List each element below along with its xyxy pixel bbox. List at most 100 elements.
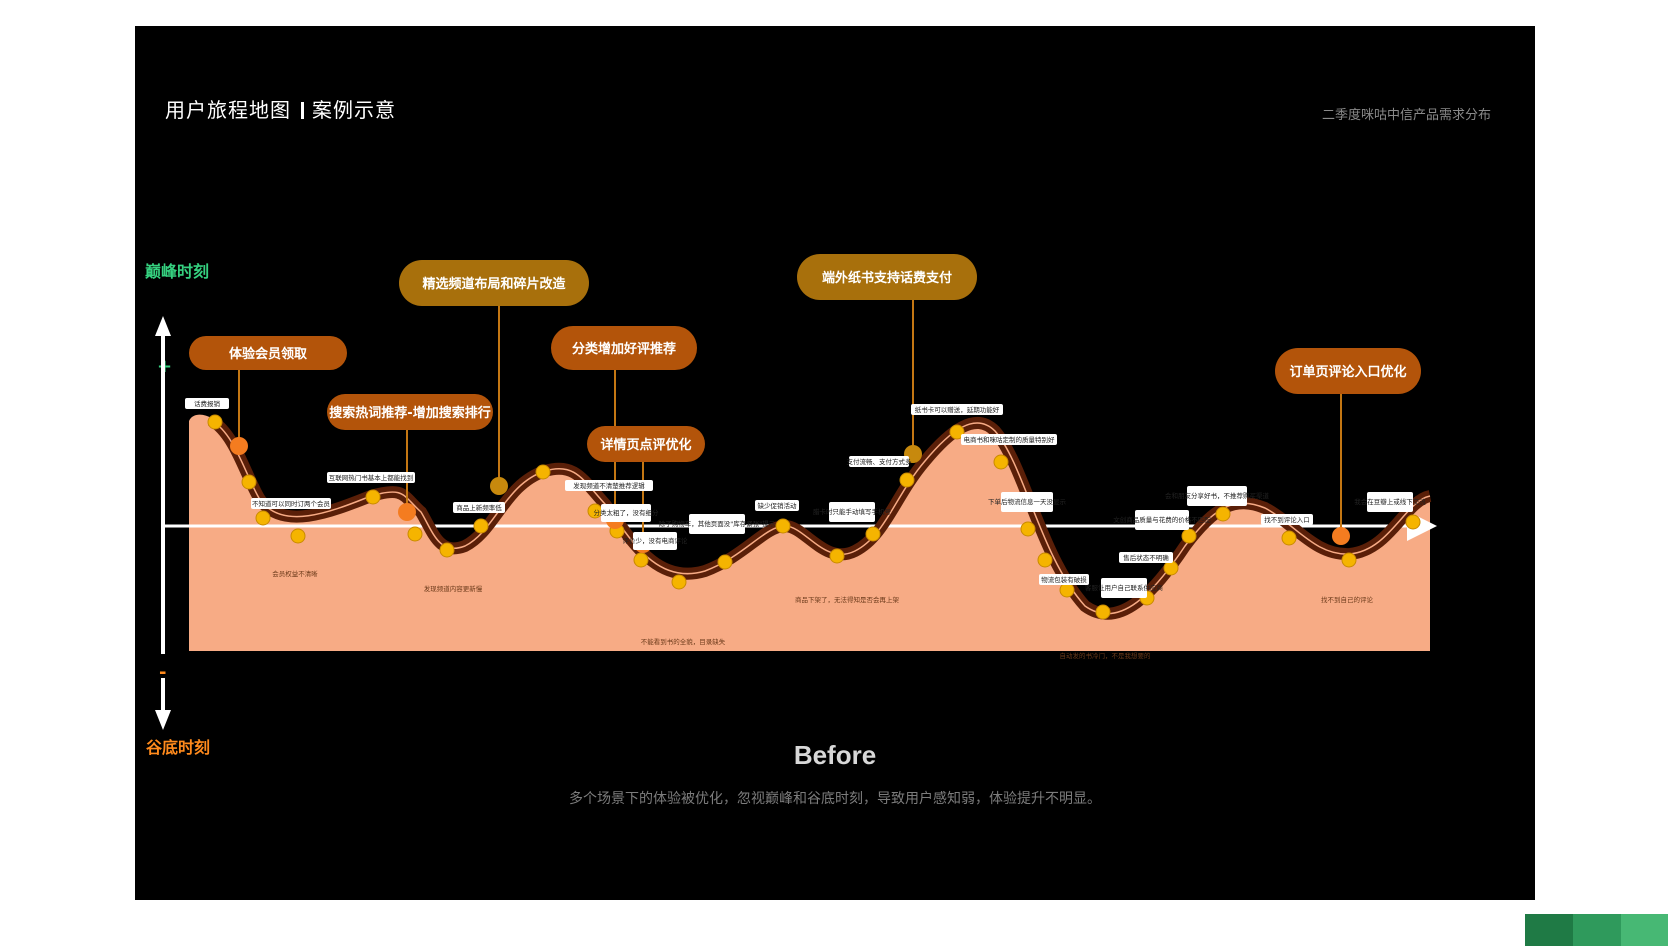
minus-sign: -: [159, 662, 167, 683]
face-icon: [439, 542, 455, 558]
face-icon: [241, 474, 257, 490]
optimization-label: 分类增加好评推荐: [572, 341, 676, 357]
optimization-label: 端外纸书支持话费支付: [822, 270, 952, 286]
face-icon: [633, 552, 649, 568]
optimization-pill: 精选频道布局和碎片改造: [399, 260, 589, 306]
touchpoint-note: 分类太粗了，没有细分: [594, 504, 660, 522]
touchpoint-text: 不知道可以同时订两个会员: [252, 499, 331, 508]
touchpoint-text: 文创商品质量与花费的价格不匹配: [1113, 515, 1211, 524]
optimization-pill: 订单页评论入口优化: [1275, 348, 1421, 394]
touchpoint-text: 腊卡时只能手动填写手机号: [813, 507, 892, 516]
face-icon: [1405, 514, 1421, 530]
page-title: 用户旅程地图案例示意: [165, 94, 396, 123]
optimization-pill: 端外纸书支持话费支付: [797, 254, 977, 300]
touchpoint-note: 售后状态不明确: [1119, 552, 1173, 563]
optimization-pill: 体验会员领取: [189, 336, 347, 370]
face-icon: [1281, 530, 1297, 546]
optimization-label: 详情页点评优化: [600, 437, 691, 453]
before-label: Before: [793, 740, 877, 770]
face-icon: [290, 528, 306, 544]
touchpoint-note: 缺少促销活动: [755, 500, 799, 511]
trough-label: 谷底时刻: [146, 738, 211, 757]
touchpoint-note: 除了购物车，其他页面没"库存紧张"提示: [659, 514, 776, 534]
touchpoint-note: 我会在豆瓣上或线下交流: [1354, 492, 1426, 512]
touchpoint-note: 话费报销: [185, 398, 229, 409]
touchpoint-text: 除了购物车，其他页面没"库存紧张"提示: [659, 519, 776, 528]
touchpoint-text: 我会在豆瓣上或线下交流: [1354, 497, 1426, 506]
touchpoint-text: 话费报销: [194, 399, 221, 408]
low-note: 找不到自己的评论: [1321, 595, 1374, 604]
face-icon: [1181, 528, 1197, 544]
touchpoint-text: 电商书和咪咕定制的质量特别好: [964, 435, 1056, 444]
touchpoint-text: 物流包装有破损: [1041, 575, 1087, 584]
face-icon: [407, 526, 423, 542]
touchpoint-text: 缺少促销活动: [758, 501, 798, 510]
touchpoint-note: 互联网热门书基本上都能找到: [327, 472, 415, 483]
emotion-faces: [207, 414, 1421, 620]
touchpoint-note: 下单后物流信息一天没显示: [988, 492, 1067, 512]
journey-diagram: 体验会员领取 精选频道布局和碎片改造 搜索热词推荐-增加搜索排行 分类增加好评推…: [155, 254, 1437, 730]
low-notes: 会员权益不清晰 发现频道内容更新慢 不能看到书的全貌，目录缺失 商品下架了，无法…: [272, 569, 1373, 660]
low-note: 自动发的书冷门，不是我想要的: [1060, 651, 1152, 660]
face-icon: [865, 526, 881, 542]
face-icon: [993, 454, 1009, 470]
touchpoint-text: 客服让用户自己联系供应商: [1085, 583, 1164, 592]
page-title-main: 用户旅程地图: [165, 98, 291, 122]
journey-area: [189, 414, 1430, 651]
touchpoint-note: 文创商品质量与花费的价格不匹配: [1113, 510, 1211, 530]
face-icon: [365, 489, 381, 505]
touchpoint-note: 纸书卡可以赠送，延期功能好: [911, 404, 1003, 415]
touchpoint-note: 发现频道不清楚推荐逻辑: [565, 480, 653, 491]
touchpoint-text: 支付流畅、支付方式多: [847, 457, 913, 466]
touchpoint-note: 腊卡时只能手动填写手机号: [813, 502, 892, 522]
face-icon: [1341, 552, 1357, 568]
optimization-node: [398, 503, 416, 521]
optimization-node: [230, 437, 248, 455]
face-icon: [1095, 604, 1111, 620]
touchpoint-note: 客服让用户自己联系供应商: [1085, 578, 1164, 598]
touchpoint-note: 商品上新频率低: [453, 502, 505, 513]
touchpoint-text: 分类太粗了，没有细分: [594, 508, 660, 517]
optimization-node: [1332, 527, 1350, 545]
face-icon: [949, 424, 965, 440]
optimization-label: 精选频道布局和碎片改造: [422, 276, 566, 292]
optimization-pill: 搜索热词推荐-增加搜索排行: [327, 394, 493, 430]
touchpoint-text: 下单后物流信息一天没显示: [988, 497, 1067, 506]
optimization-pill: 分类增加好评推荐: [551, 326, 697, 370]
face-icon: [671, 574, 687, 590]
face-icon: [1163, 560, 1179, 576]
axis-down-arrowhead: [155, 710, 171, 730]
face-icon: [255, 510, 271, 526]
face-icon: [1020, 521, 1036, 537]
optimization-label: 体验会员领取: [229, 346, 308, 362]
caption: 多个场景下的体验被优化，忽视巅峰和谷底时刻，导致用户感知弱，体验提升不明显。: [569, 791, 1101, 807]
touchpoint-text: 评价少，没有电商评论: [623, 536, 689, 545]
touchpoint-text: 找不到评论入口: [1264, 515, 1310, 524]
face-icon: [473, 518, 489, 534]
low-note: 会员权益不清晰: [272, 569, 318, 578]
journey-line: [210, 419, 1431, 615]
face-icon: [1215, 506, 1231, 522]
optimization-node: [490, 477, 508, 495]
face-icon: [829, 548, 845, 564]
touchpoint-notes: 话费报销 互联网热门书基本上都能找到 不知道可以同时订两个会员 商品上新频率低 …: [185, 398, 1426, 598]
touchpoint-text: 纸书卡可以赠送，延期功能好: [915, 405, 1000, 414]
peak-label: 巅峰时刻: [145, 262, 210, 281]
optimization-pill: 详情页点评优化: [587, 426, 705, 462]
face-icon: [775, 518, 791, 534]
face-icon: [1037, 552, 1053, 568]
low-note: 商品下架了，无法得知是否会再上架: [795, 595, 900, 604]
touchpoint-text: 售后状态不明确: [1123, 553, 1169, 562]
low-note: 发现频道内容更新慢: [424, 584, 483, 593]
touchpoint-note: 找不到评论入口: [1261, 514, 1313, 525]
touchpoint-text: 发现频道不清楚推荐逻辑: [573, 481, 645, 490]
touchpoint-text: 商品上新频率低: [456, 503, 502, 512]
touchpoint-note: 电商书和咪咕定制的质量特别好: [961, 434, 1057, 445]
touchpoint-note: 评价少，没有电商评论: [623, 532, 689, 550]
touchpoint-note: 会和朋友分享好书，不推荐购买渠道: [1165, 486, 1270, 506]
touchpoint-note: 物流包装有破损: [1039, 574, 1089, 585]
touchpoint-text: 会和朋友分享好书，不推荐购买渠道: [1165, 491, 1270, 500]
corner-decoration: [1525, 914, 1668, 946]
touchpoint-text: 互联网热门书基本上都能找到: [329, 473, 414, 482]
